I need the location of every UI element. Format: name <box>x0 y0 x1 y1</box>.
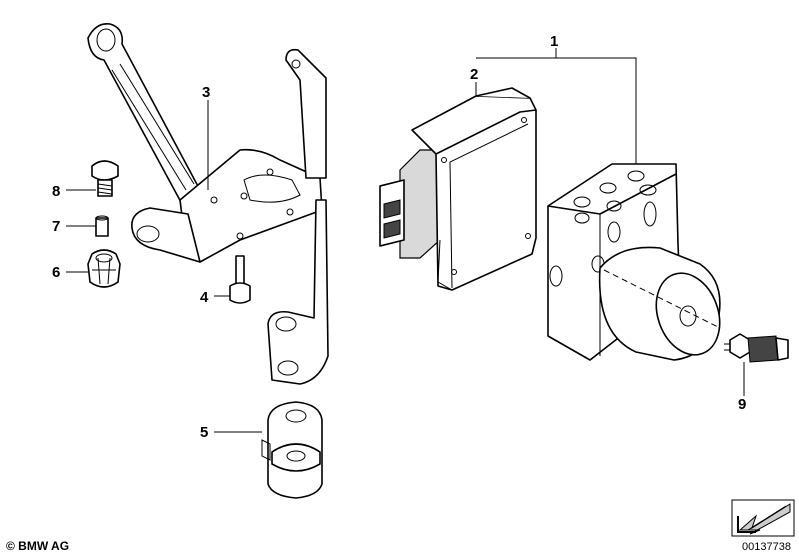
copyright-text: © BMW AG <box>6 539 70 553</box>
callout-8: 8 <box>52 183 60 200</box>
callout-3: 3 <box>202 84 210 101</box>
callout-7: 7 <box>52 218 60 235</box>
document-number: 00137738 <box>742 541 791 553</box>
rubber-mount-part-6 <box>87 249 121 288</box>
callout-9: 9 <box>738 396 746 413</box>
hydraulic-unit-part-1 <box>547 163 721 361</box>
sleeve-part-7 <box>95 215 109 237</box>
leader-lines <box>66 48 745 433</box>
callout-1: 1 <box>550 33 558 50</box>
damper-mount-part-5 <box>261 401 323 499</box>
arrow-down-left-icon[interactable] <box>731 499 795 537</box>
bracket-part-3 <box>87 22 329 385</box>
callout-6: 6 <box>52 264 60 281</box>
bolt-part-4 <box>229 255 251 304</box>
callout-4: 4 <box>200 289 209 306</box>
callout-2: 2 <box>470 66 478 83</box>
callout-5: 5 <box>200 424 208 441</box>
screw-part-8 <box>91 160 119 197</box>
control-unit-part-2 <box>379 87 537 291</box>
pressure-sensor-part-9 <box>724 333 789 363</box>
